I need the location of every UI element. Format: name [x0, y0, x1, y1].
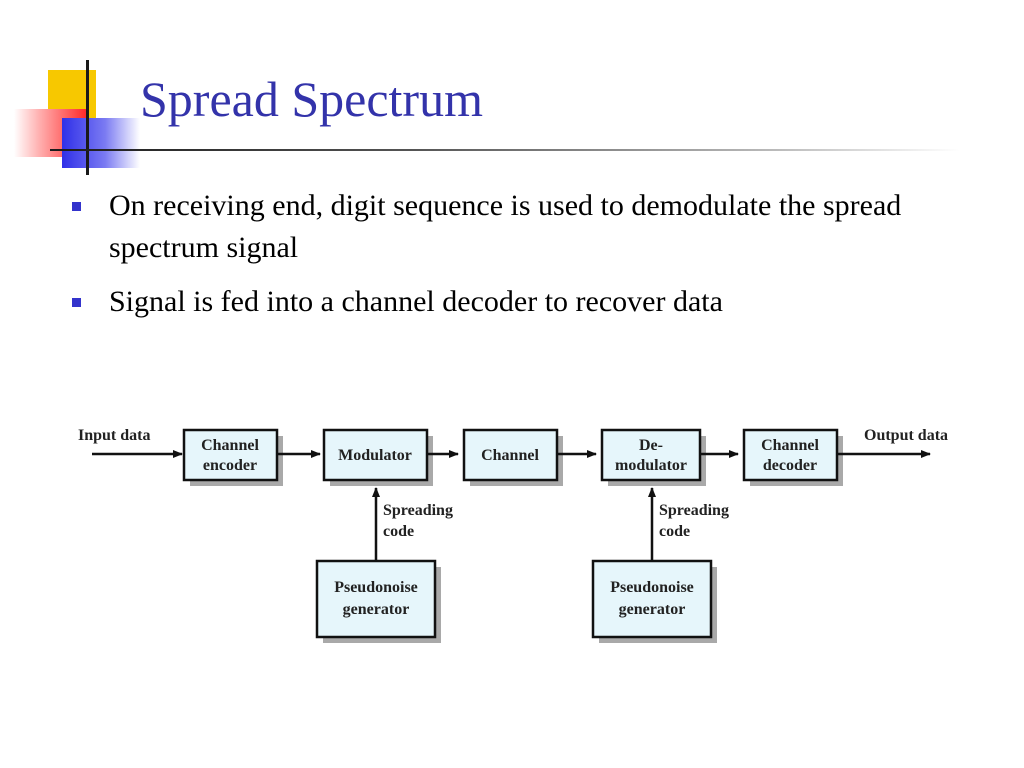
decor-blue-gradient [62, 118, 140, 168]
modulator-block: Modulator [322, 428, 433, 486]
demodulator-block: De- modulator [600, 428, 706, 486]
title-underline [50, 149, 960, 151]
bullet-text: On receiving end, digit sequence is used… [109, 189, 902, 264]
pseudonoise-generator-rx-block: Pseudonoise generator [591, 559, 717, 643]
bullet-square-icon [72, 202, 81, 211]
slide-title: Spread Spectrum [140, 71, 483, 127]
spreading-code-tx-label-line2: code [383, 523, 414, 540]
demodulator-label-line2: modulator [615, 457, 687, 474]
channel-encoder-label-line1: Channel [201, 437, 259, 454]
channel-decoder-label-line1: Channel [761, 437, 819, 454]
channel-block: Channel [462, 428, 563, 486]
bullet-square-icon [72, 298, 81, 307]
pn-rx-label-line2: generator [619, 601, 686, 618]
channel-label: Channel [481, 447, 539, 464]
channel-decoder-block: Channel decoder [742, 428, 843, 486]
pn-tx-label-line2: generator [343, 601, 410, 618]
spread-spectrum-block-diagram: Input data Channel encoder Modulator Cha… [78, 427, 948, 643]
spreading-code-rx-label-line1: Spreading [659, 502, 729, 519]
spreading-code-tx-label-line1: Spreading [383, 502, 453, 519]
decor-vertical-line [86, 60, 89, 175]
pn-rx-label-line1: Pseudonoise [610, 579, 694, 596]
pseudonoise-generator-tx-block: Pseudonoise generator [315, 559, 441, 643]
output-data-label: Output data [864, 427, 948, 444]
input-data-label: Input data [78, 427, 150, 444]
bullet-item: Signal is fed into a channel decoder to … [72, 281, 972, 323]
spreading-code-rx-label-line2: code [659, 523, 690, 540]
channel-decoder-label-line2: decoder [763, 457, 817, 474]
bullet-list: On receiving end, digit sequence is used… [72, 185, 972, 335]
channel-encoder-block: Channel encoder [182, 428, 283, 486]
modulator-label: Modulator [338, 447, 412, 464]
pn-tx-label-line1: Pseudonoise [334, 579, 418, 596]
channel-encoder-label-line2: encoder [203, 457, 257, 474]
demodulator-label-line1: De- [639, 437, 663, 454]
bullet-item: On receiving end, digit sequence is used… [72, 185, 972, 269]
bullet-text: Signal is fed into a channel decoder to … [109, 285, 723, 318]
